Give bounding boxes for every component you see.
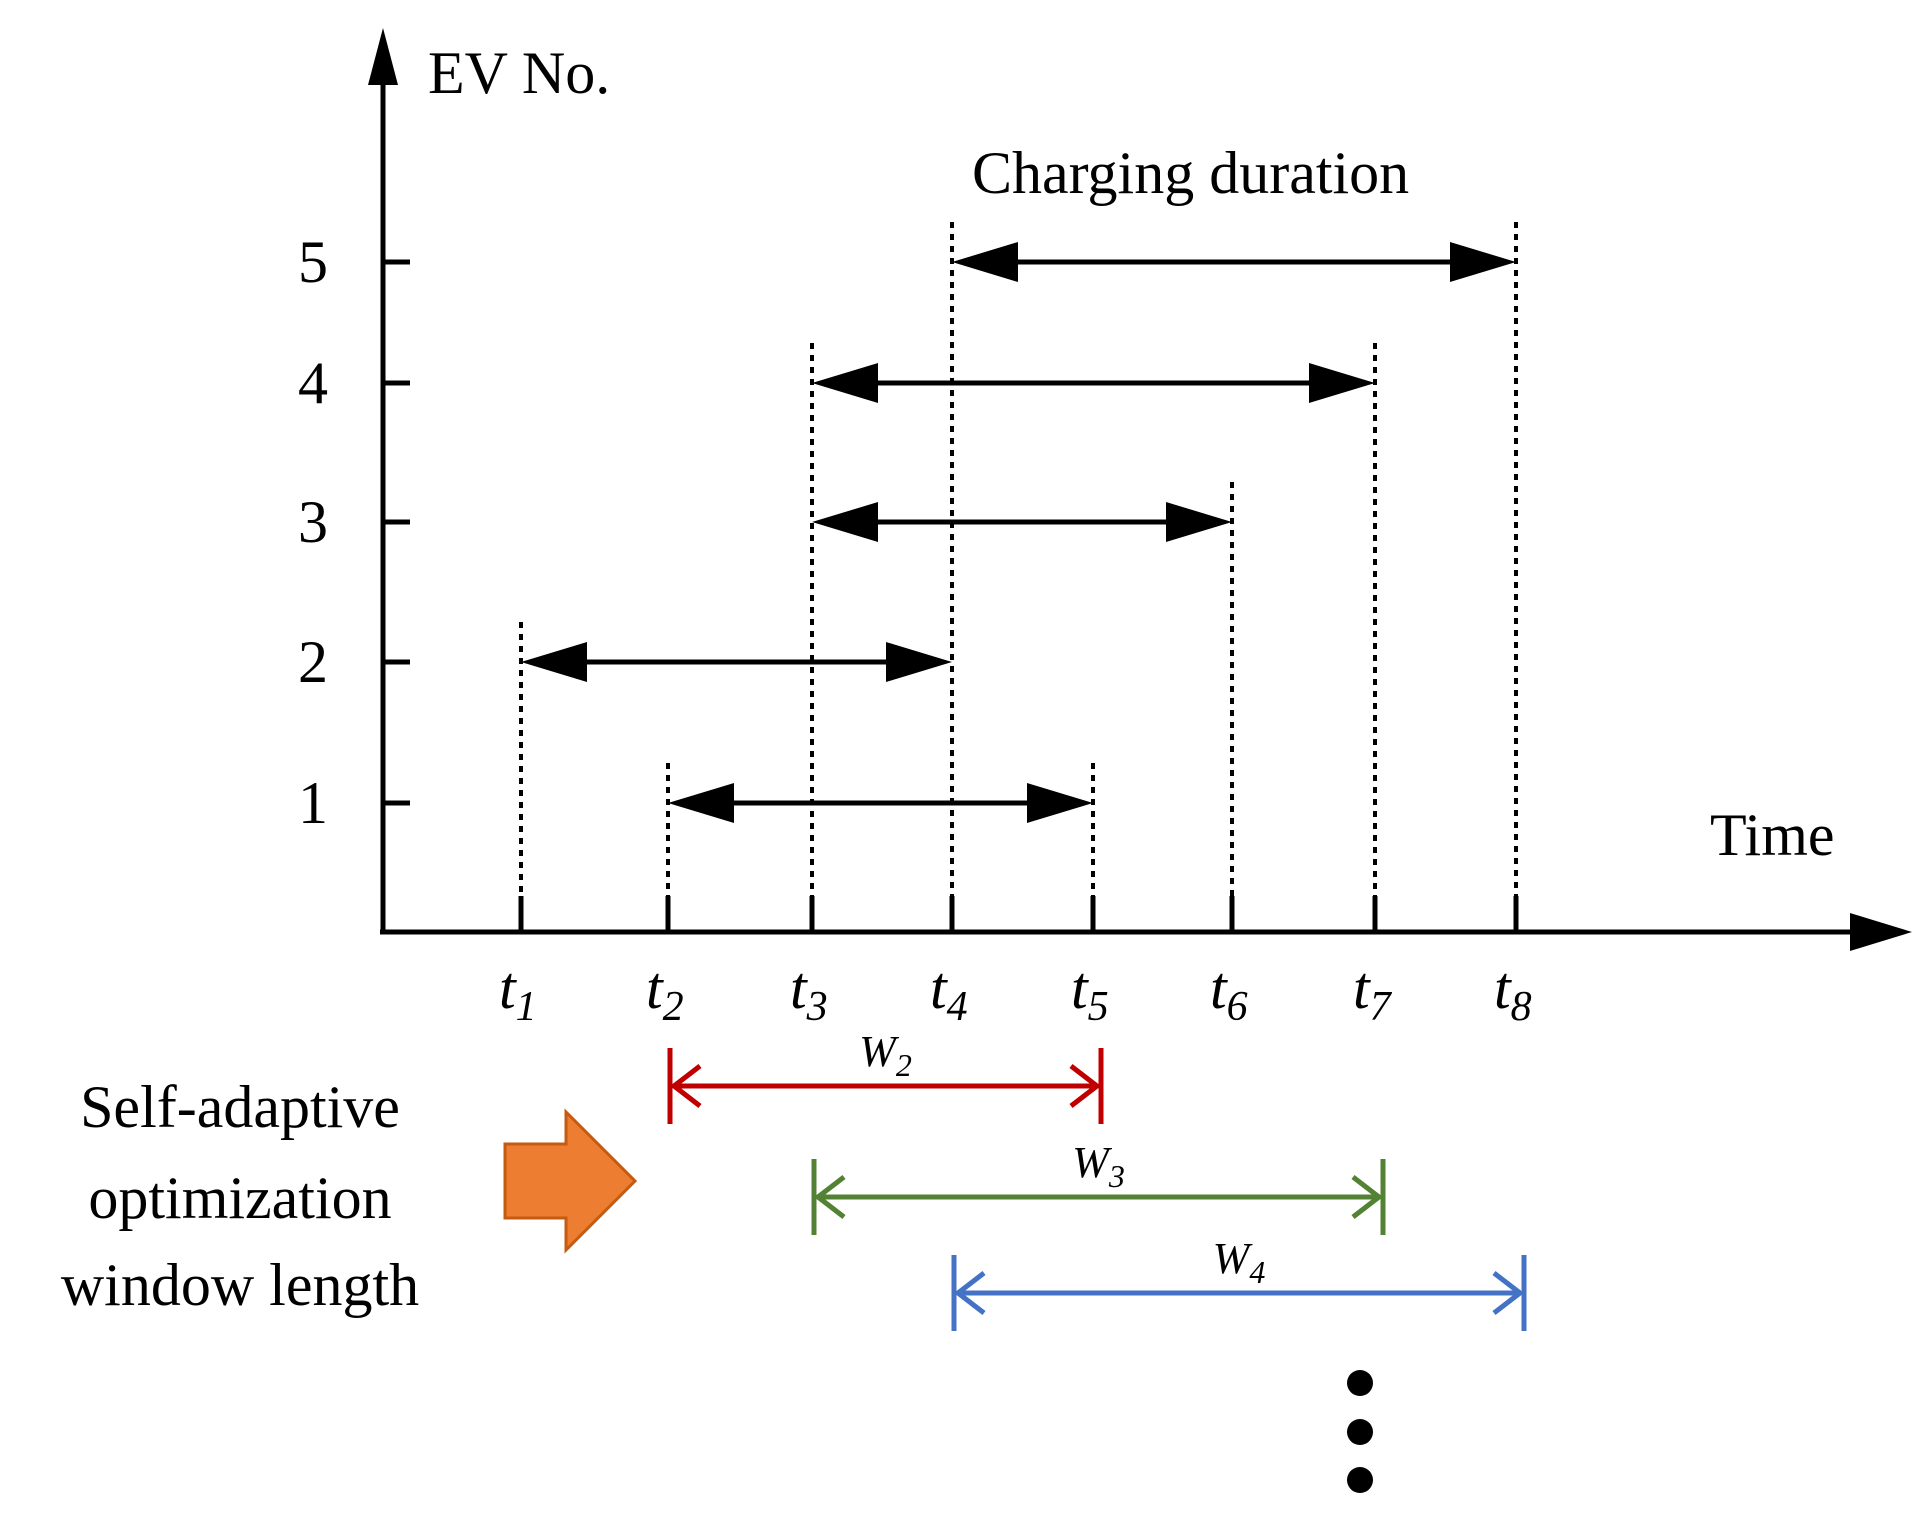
x-ticks	[518, 896, 1519, 932]
time-label-t7: t7	[1353, 955, 1393, 1030]
window-w2: W2	[667, 1027, 1104, 1124]
time-label-t6: t6	[1210, 955, 1248, 1030]
x-axis-label: Time	[1710, 802, 1835, 868]
time-label-t8: t8	[1494, 955, 1532, 1030]
arrowhead-right	[1309, 363, 1375, 403]
side-label-line-1: Self-adaptive	[80, 1074, 400, 1140]
arrowhead-left	[952, 242, 1018, 282]
charging-intervals	[521, 242, 1516, 823]
time-label-t4: t4	[930, 955, 968, 1030]
window-w3: W3	[811, 1138, 1386, 1235]
vertical-ellipsis-icon	[1347, 1370, 1373, 1493]
window-label-w3: W3	[1072, 1138, 1125, 1194]
charging-interval-ev1	[668, 783, 1093, 823]
arrowhead-right	[886, 642, 952, 682]
charging-interval-ev2	[521, 642, 952, 682]
arrowhead-right	[1166, 502, 1232, 542]
dashed-guide-lines	[519, 222, 1518, 896]
arrowhead-left	[812, 502, 878, 542]
y-tick-label: 2	[298, 629, 328, 695]
x-axis-arrowhead	[1850, 913, 1912, 951]
side-label: Self-adaptive optimization window length	[61, 1074, 419, 1318]
time-label-t1: t1	[499, 955, 537, 1030]
window-label-w4: W4	[1213, 1234, 1266, 1290]
time-label-t3: t3	[790, 955, 828, 1030]
charging-interval-ev5	[952, 242, 1516, 282]
window-label-w2: W2	[859, 1027, 912, 1083]
arrowhead-right	[1027, 783, 1093, 823]
charging-duration-label: Charging duration	[972, 140, 1409, 206]
y-ticks: 1 2 3 4 5	[298, 229, 410, 836]
time-label-t2: t2	[646, 955, 684, 1030]
arrowhead-left	[668, 783, 734, 823]
y-tick-label: 1	[298, 770, 328, 836]
axes	[368, 28, 1912, 951]
side-label-line-3: window length	[61, 1252, 419, 1318]
y-tick-label: 5	[298, 229, 328, 295]
arrowhead-left	[812, 363, 878, 403]
charging-interval-ev4	[812, 363, 1375, 403]
y-tick-label: 3	[298, 489, 328, 555]
time-labels: t1 t2 t3 t4 t5 t6 t7 t8	[499, 955, 1532, 1030]
arrowhead-right	[1450, 242, 1516, 282]
y-tick-label: 4	[298, 350, 328, 416]
side-label-line-2: optimization	[88, 1165, 391, 1231]
y-axis-arrowhead	[368, 28, 398, 85]
y-axis-label: EV No.	[428, 40, 610, 106]
charging-interval-ev3	[812, 502, 1232, 542]
arrowhead-left	[521, 642, 587, 682]
window-w4: W4	[951, 1234, 1527, 1331]
orange-block-arrow-icon	[503, 1108, 638, 1254]
time-label-t5: t5	[1071, 955, 1109, 1030]
